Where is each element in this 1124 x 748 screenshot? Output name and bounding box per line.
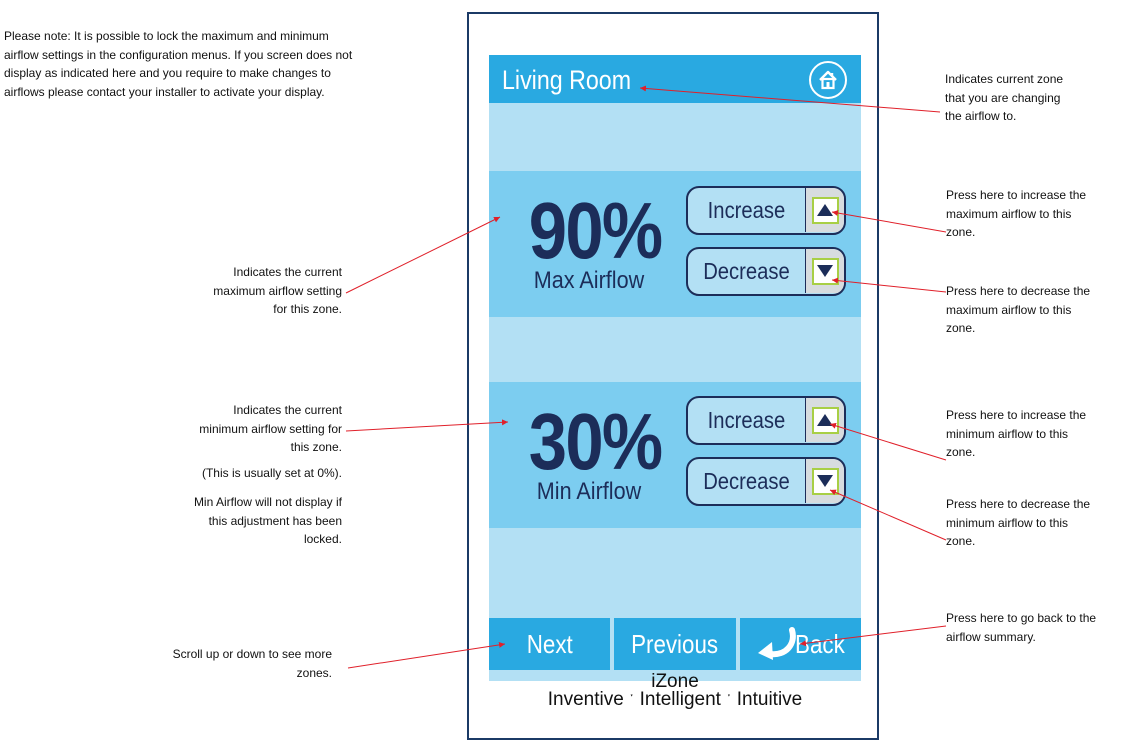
annotation-increase-max: Press here to increase the maximum airfl… (946, 188, 1087, 239)
increase-max-label: Increase (707, 197, 786, 223)
next-button[interactable]: Next (489, 618, 611, 670)
triangle-up-icon (817, 204, 833, 216)
annotation-min-airflow-setting: Indicates the current minimum airflow se… (199, 403, 342, 454)
previous-button[interactable]: Previous (614, 618, 736, 670)
touch-screen: Living Room 90% Max Airflow Increase (489, 55, 861, 681)
min-airflow-value: 30% (528, 397, 663, 486)
increase-max-button[interactable]: Increase (686, 186, 846, 235)
note-lock-settings: Please note: It is possible to lock the … (4, 29, 353, 99)
annotation-increase-min: Press here to increase the minimum airfl… (946, 408, 1087, 459)
brand-tagline: Inventive ˑ Intelligent ˑ Intuitive (547, 689, 803, 710)
back-button[interactable]: Back (739, 618, 861, 670)
zone-header: Living Room (489, 55, 861, 103)
annotation-scroll-zones: Scroll up or down to see more zones. (172, 647, 332, 680)
device-frame: Living Room 90% Max Airflow Increase (467, 12, 879, 740)
max-airflow-value: 90% (528, 186, 663, 275)
home-button[interactable] (809, 61, 847, 99)
annotation-max-airflow-setting: Indicates the current maximum airflow se… (213, 265, 342, 316)
min-airflow-panel: 30% Min Airflow Increase Decrease (489, 382, 861, 528)
decrease-max-button[interactable]: Decrease (686, 247, 846, 296)
annotation-usually-zero: (This is usually set at 0%). (201, 466, 342, 480)
annotation-current-zone: Indicates current zone that you are chan… (945, 72, 1064, 123)
annotation-min-locked: Min Airflow will not display if this adj… (193, 495, 342, 546)
footer-nav: Next Previous Back (489, 618, 861, 670)
back-arrow-icon (757, 627, 796, 660)
annotation-decrease-max: Press here to decrease the maximum airfl… (946, 284, 1091, 335)
increase-min-label: Increase (707, 407, 786, 433)
increase-min-button[interactable]: Increase (686, 396, 846, 445)
decrease-max-label: Decrease (703, 258, 790, 284)
home-icon (819, 70, 837, 90)
min-airflow-label: Min Airflow (536, 478, 642, 505)
max-airflow-label: Max Airflow (533, 267, 645, 294)
triangle-down-icon (817, 475, 833, 487)
brand-name: iZone (651, 671, 699, 692)
decrease-min-button[interactable]: Decrease (686, 457, 846, 506)
annotation-back: Press here to go back to the airflow sum… (946, 611, 1097, 644)
annotation-decrease-min: Press here to decrease the minimum airfl… (946, 497, 1091, 548)
triangle-down-icon (817, 265, 833, 277)
decrease-min-label: Decrease (703, 468, 790, 494)
zone-title: Living Room (502, 65, 632, 95)
triangle-up-icon (817, 414, 833, 426)
brand-footer: iZone Inventive ˑ Intelligent ˑ Intuitiv… (469, 671, 881, 710)
max-airflow-panel: 90% Max Airflow Increase Decrease (489, 171, 861, 317)
